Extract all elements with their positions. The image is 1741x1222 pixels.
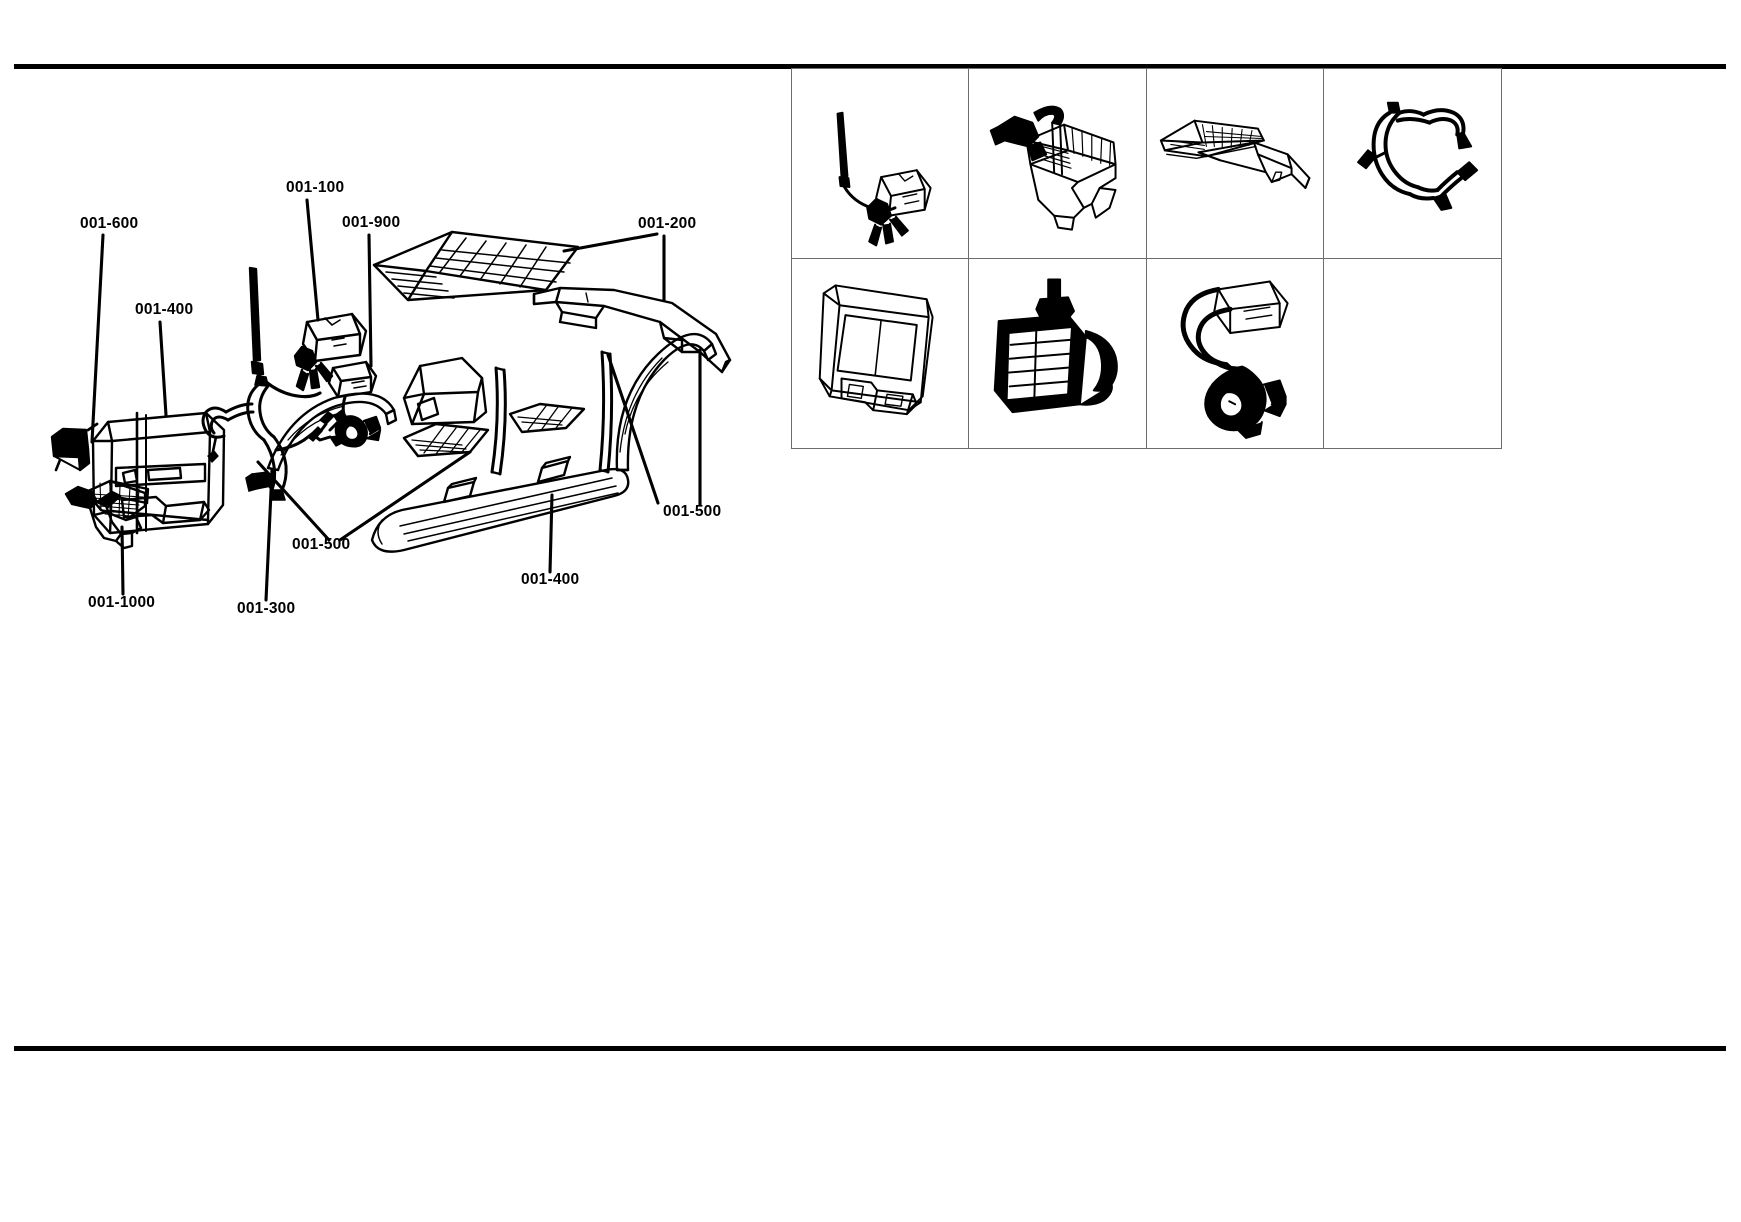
parts-grid-cell-1[interactable]	[792, 69, 970, 259]
antenna-module-part	[250, 268, 366, 397]
module-and-horn-part	[329, 362, 380, 446]
callout-label-001-600: 001-600	[80, 215, 139, 232]
parts-grid-cell-2[interactable]	[969, 69, 1147, 259]
footer-rule	[14, 1046, 1726, 1051]
control-box-and-horn-icon	[1180, 279, 1289, 439]
antenna-and-control-module-icon	[836, 111, 932, 247]
step-pad-and-fender-trim-icon	[1159, 119, 1310, 189]
control-box-part	[52, 424, 97, 470]
callout-label-001-200: 001-200	[638, 215, 697, 232]
parts-grid-cell-6[interactable]	[969, 258, 1147, 448]
parts-reference-grid	[791, 68, 1502, 449]
callout-label-001-900: 001-900	[342, 214, 401, 231]
roof-rack-part	[374, 232, 578, 300]
hood-deflector-part	[534, 288, 730, 372]
parts-grid-cell-5[interactable]	[792, 258, 970, 448]
parts-grid-cell-8[interactable]	[1324, 259, 1501, 449]
callout-label-001-500-center: 001-500	[292, 536, 351, 553]
parts-grid-cell-4[interactable]	[1323, 69, 1501, 259]
fender-flare-front-part	[268, 394, 396, 470]
step-pad-center-part	[404, 424, 488, 456]
wiring-harness-icon	[1356, 101, 1478, 211]
header-rule	[14, 64, 1726, 69]
fender-flare-rear-part	[617, 334, 716, 470]
step-pad-right-part	[510, 404, 584, 432]
callout-label-001-400-board: 001-400	[521, 571, 580, 588]
callout-leader-lines	[92, 200, 700, 600]
siren-speaker-module-icon	[994, 277, 1119, 413]
empty-cell-icon	[1324, 259, 1501, 449]
parts-grid-cell-7[interactable]	[1147, 258, 1324, 448]
running-board-bracket-icon	[990, 105, 1117, 231]
callout-label-001-100: 001-100	[286, 179, 345, 196]
callout-label-001-400-front: 001-400	[135, 301, 194, 318]
trim-strip-parts	[492, 352, 612, 474]
cab-shell-part	[404, 358, 486, 424]
running-board-part	[372, 457, 628, 552]
grille-guard-icon	[818, 283, 934, 415]
callout-label-001-1000: 001-1000	[88, 594, 156, 611]
callout-label-001-500-right: 001-500	[663, 503, 722, 520]
callout-label-001-300: 001-300	[237, 600, 296, 617]
grille-guard-part	[93, 413, 224, 533]
parts-grid-cell-3[interactable]	[1146, 69, 1324, 259]
